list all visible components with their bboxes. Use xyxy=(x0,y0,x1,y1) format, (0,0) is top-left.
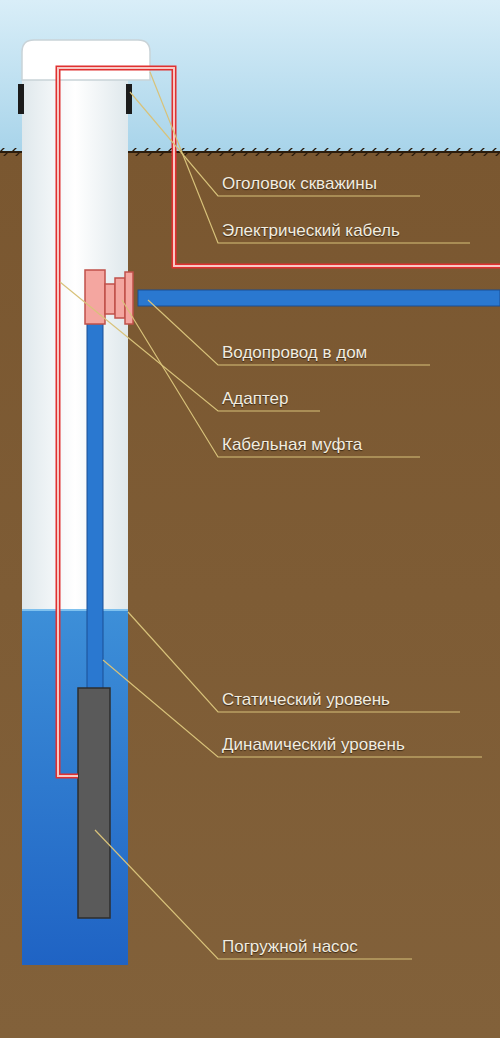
callout-label: Погружной насос xyxy=(222,937,358,957)
callout-label: Оголовок скважины xyxy=(222,174,377,194)
head-clamp-left xyxy=(18,84,24,114)
callout-label: Электрический кабель xyxy=(222,221,400,241)
leader-lines xyxy=(60,72,482,959)
house-pipe xyxy=(138,290,500,306)
callout-label: Адаптер xyxy=(222,389,288,409)
submersible-pump xyxy=(78,688,110,918)
cable-coupling xyxy=(115,278,125,318)
well-head xyxy=(22,40,150,80)
static-level-line xyxy=(22,609,128,611)
aquifer-water xyxy=(22,610,128,965)
well-casing xyxy=(22,60,128,965)
callout-label: Статический уровень xyxy=(222,690,390,710)
riser-pipe xyxy=(87,322,103,694)
callout-label: Водопровод в дом xyxy=(222,343,367,363)
callout-label: Динамический уровень xyxy=(222,735,405,755)
head-clamp-right xyxy=(126,84,132,114)
electric-cable-core xyxy=(58,68,500,776)
electric-cable xyxy=(58,68,500,776)
adapter-fitting xyxy=(105,284,115,314)
callout-label: Кабельная муфта xyxy=(222,435,362,455)
